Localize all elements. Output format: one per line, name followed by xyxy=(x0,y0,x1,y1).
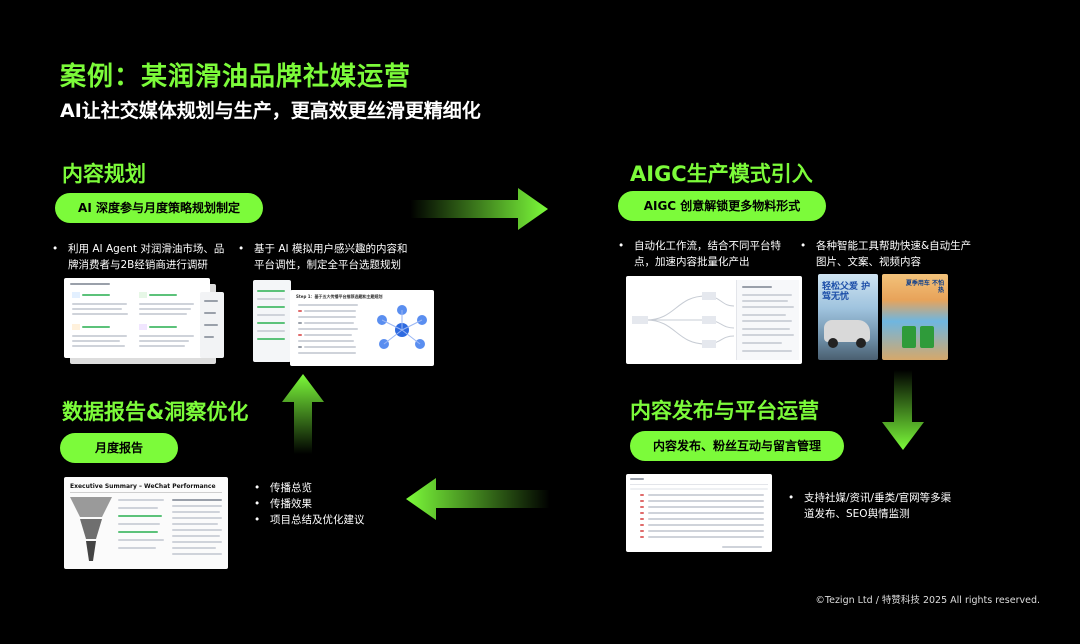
report-bullet-list: • 传播总览 • 传播效果 • 项目总结及优化建议 xyxy=(254,480,410,528)
monthly-report-screenshot: Executive Summary – WeChat Performance xyxy=(64,477,228,569)
report-bullet-summary: • 项目总结及优化建议 xyxy=(254,514,365,526)
bullet-dot: • xyxy=(618,240,625,252)
bullet-dot: • xyxy=(788,492,795,504)
publish-dashboard-screenshot xyxy=(626,474,772,552)
bullet-planning-research: • 利用 AI Agent 对润滑油市场、品 牌消费者与2B经销商进行调研 xyxy=(52,243,225,271)
section-title-publish: 内容发布与平台运营 xyxy=(630,399,819,423)
copyright-footer: ©Tezign Ltd / 特赞科技 2025 All rights reser… xyxy=(815,595,1040,606)
topic-plan-screenshot: Step 1：基于五大传播平台推荐选题和主题规划 xyxy=(290,290,434,366)
pill-publish: 内容发布、粉丝互动与留言管理 xyxy=(630,431,844,461)
workflow-graph xyxy=(632,292,735,348)
arrow-right-icon xyxy=(410,188,548,230)
workflow-screenshot xyxy=(626,276,802,364)
aigc-poster-2: 夏季用车 不怕热 xyxy=(882,274,948,360)
topic-network-diagram xyxy=(377,305,427,349)
bullet-publish-channels: • 支持社媒/资讯/垂类/官网等多渠 道发布、SEO舆情监测 xyxy=(788,492,952,520)
pill-aigc: AIGC 创意解锁更多物料形式 xyxy=(618,191,826,221)
bullet-dot: • xyxy=(254,514,261,526)
arrow-up-icon xyxy=(282,374,324,454)
report-bullet-overview: • 传播总览 xyxy=(254,482,312,494)
section-title-report: 数据报告&洞察优化 xyxy=(62,400,249,424)
page-title: 案例：某润滑油品牌社媒运营 xyxy=(60,62,412,92)
section-title-aigc: AIGC生产模式引入 xyxy=(630,162,813,186)
pill-planning: AI 深度参与月度策略规划制定 xyxy=(55,193,263,223)
report-funnel-diagram xyxy=(70,497,112,561)
bullet-dot: • xyxy=(800,240,807,252)
bullet-planning-topics: • 基于 AI 模拟用户感兴趣的内容和 平台调性，制定全平台选题规划 xyxy=(238,243,408,271)
research-side-panel xyxy=(200,292,224,358)
pill-report: 月度报告 xyxy=(60,433,178,463)
bullet-dot: • xyxy=(254,482,261,494)
section-title-planning: 内容规划 xyxy=(62,162,146,186)
bullet-dot: • xyxy=(254,498,261,510)
aigc-poster-1: 轻松父爱 护驾无忧 xyxy=(818,274,878,360)
bullet-dot: • xyxy=(52,243,59,255)
arrow-down-icon xyxy=(882,370,924,450)
bullet-aigc-workflow: • 自动化工作流，结合不同平台特 点，加速内容批量化产出 xyxy=(618,240,781,268)
page-subtitle: AI让社交媒体规划与生产，更高效更丝滑更精细化 xyxy=(60,100,481,122)
bullet-dot: • xyxy=(238,243,245,255)
topic-plan-back-screenshot xyxy=(253,280,291,362)
research-report-screenshot xyxy=(64,278,210,358)
report-bullet-effect: • 传播效果 xyxy=(254,498,312,510)
arrow-left-icon xyxy=(406,478,550,520)
bullet-aigc-tools: • 各种智能工具帮助快速&自动生产 图片、文案、视频内容 xyxy=(800,240,972,268)
